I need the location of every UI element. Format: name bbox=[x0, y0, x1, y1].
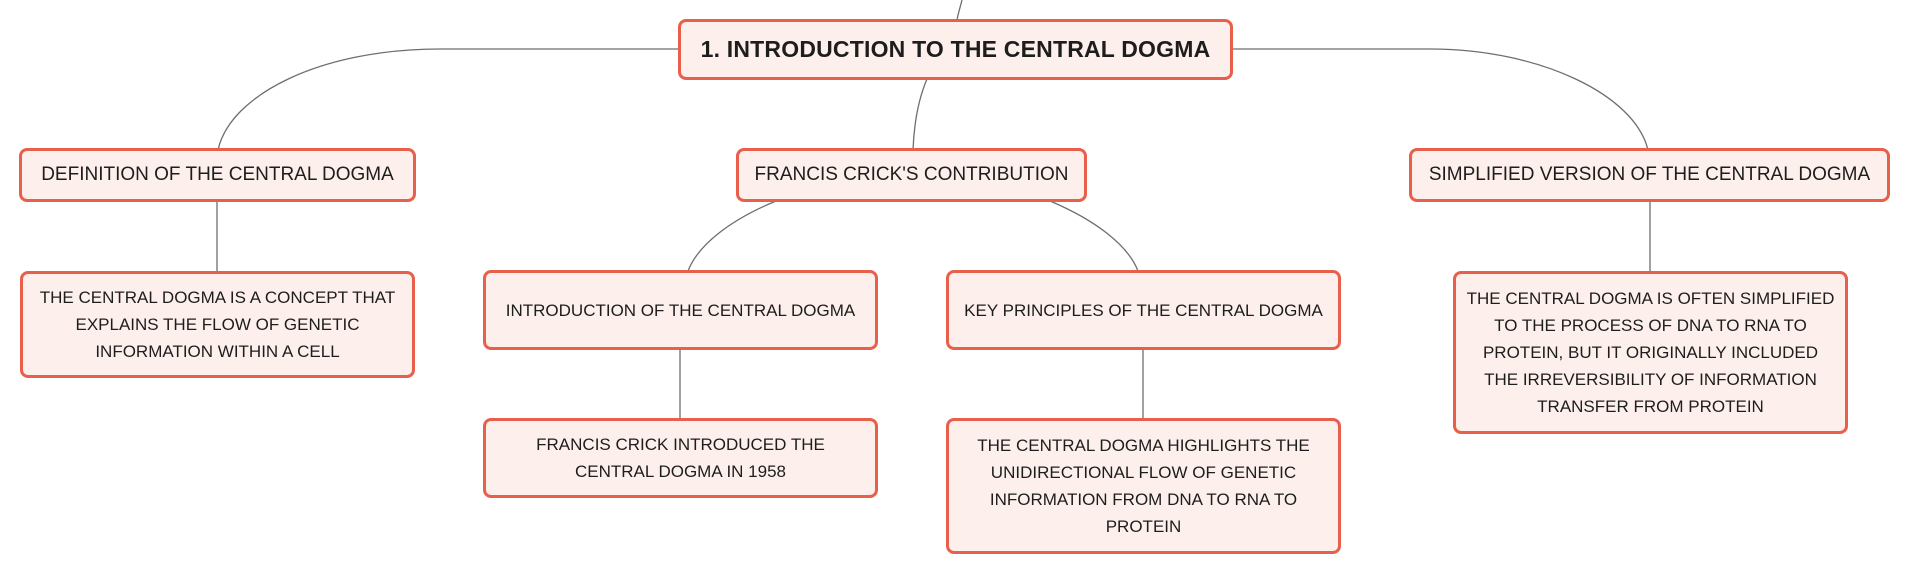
introduction-node[interactable]: INTRODUCTION OF THE CENTRAL DOGMA bbox=[483, 270, 878, 350]
introduction-detail-text: FRANCIS CRICK INTRODUCED THE CENTRAL DOG… bbox=[536, 435, 825, 481]
principles-node[interactable]: KEY PRINCIPLES OF THE CENTRAL DOGMA bbox=[946, 270, 1341, 350]
simplified-detail-node[interactable]: THE CENTRAL DOGMA IS OFTEN SIMPLIFIED TO… bbox=[1453, 271, 1848, 434]
connector-root-simplified bbox=[1232, 48, 1649, 151]
principles-detail-text: THE CENTRAL DOGMA HIGHLIGHTS THE UNIDIRE… bbox=[977, 436, 1310, 536]
connector-crick-principles bbox=[1049, 200, 1139, 272]
simplified-node-label: SIMPLIFIED VERSION OF THE CENTRAL DOGMA bbox=[1428, 164, 1871, 185]
connector-root-crick bbox=[912, 78, 928, 151]
simplified-node[interactable]: SIMPLIFIED VERSION OF THE CENTRAL DOGMA bbox=[1409, 148, 1890, 202]
definition-detail-text: THE CENTRAL DOGMA IS A CONCEPT THAT EXPL… bbox=[39, 288, 396, 361]
principles-detail-node[interactable]: THE CENTRAL DOGMA HIGHLIGHTS THE UNIDIRE… bbox=[946, 418, 1341, 554]
root-node[interactable]: 1. INTRODUCTION TO THE CENTRAL DOGMA bbox=[678, 19, 1233, 80]
introduction-node-label: INTRODUCTION OF THE CENTRAL DOGMA bbox=[505, 300, 856, 320]
root-node-label: 1. INTRODUCTION TO THE CENTRAL DOGMA bbox=[700, 36, 1211, 62]
definition-node-label: DEFINITION OF THE CENTRAL DOGMA bbox=[41, 164, 394, 185]
definition-node[interactable]: DEFINITION OF THE CENTRAL DOGMA bbox=[19, 148, 416, 202]
connector-root-definition bbox=[217, 48, 680, 151]
crick-node[interactable]: FRANCIS CRICK'S CONTRIBUTION bbox=[736, 148, 1087, 202]
crick-node-label: FRANCIS CRICK'S CONTRIBUTION bbox=[754, 164, 1069, 185]
connector-crick-introduction bbox=[687, 200, 777, 272]
definition-detail-node[interactable]: THE CENTRAL DOGMA IS A CONCEPT THAT EXPL… bbox=[20, 271, 415, 378]
simplified-detail-text: THE CENTRAL DOGMA IS OFTEN SIMPLIFIED TO… bbox=[1466, 289, 1835, 416]
connector-parent-root bbox=[956, 0, 963, 21]
introduction-detail-node[interactable]: FRANCIS CRICK INTRODUCED THE CENTRAL DOG… bbox=[483, 418, 878, 498]
principles-node-label: KEY PRINCIPLES OF THE CENTRAL DOGMA bbox=[964, 300, 1323, 320]
